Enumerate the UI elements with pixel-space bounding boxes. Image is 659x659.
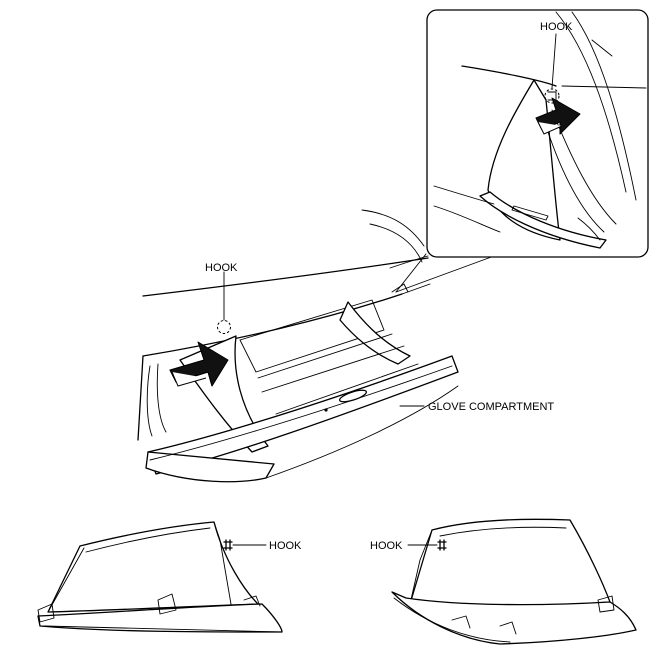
hook-label-main: HOOK [205, 262, 238, 274]
hook-label-bottom-left: HOOK [269, 540, 302, 552]
bottom-left-view [37, 521, 283, 633]
hook-label-inset: HOOK [540, 21, 573, 33]
hook-symbol-bottom-right [437, 539, 447, 551]
bottom-right-view [391, 518, 637, 645]
glove-compartment-label: GLOVE COMPARTMENT [428, 401, 554, 413]
hook-symbol-bottom-left [223, 539, 233, 551]
inset-detail [426, 9, 649, 258]
hook-marker-inset [544, 88, 560, 104]
hook-label-bottom-right: HOOK [370, 540, 403, 552]
main-dashboard-view [137, 209, 459, 483]
hook-marker-main [217, 320, 231, 334]
